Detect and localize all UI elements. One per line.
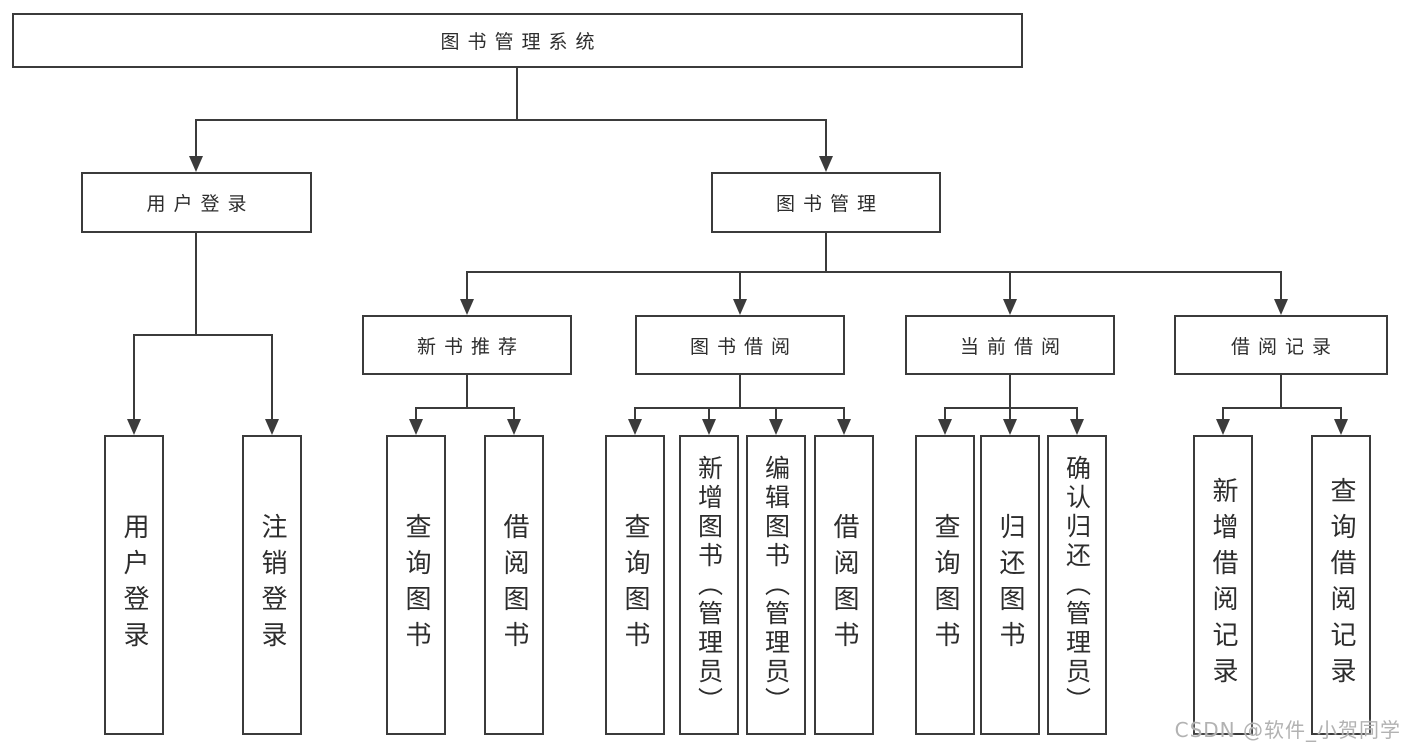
leaf-edit-book: 编辑图书（管理员） (746, 435, 806, 735)
connector-drop (415, 408, 417, 421)
leaf-query-book-2-label: 查询图书 (620, 513, 650, 657)
connector-arrowhead (628, 419, 642, 435)
leaf-borrow-book-1-label: 借阅图书 (499, 513, 529, 657)
node-borrow-records-label: 借阅记录 (1230, 335, 1339, 358)
leaf-query-book-2: 查询图书 (605, 435, 665, 735)
connector-drop (944, 408, 946, 421)
leaf-query-record-label: 查询借阅记录 (1326, 477, 1356, 693)
node-new-book-rec: 新书推荐 (362, 315, 572, 375)
leaf-query-book-3-label: 查询图书 (930, 513, 960, 657)
node-current-borrow-label: 当前借阅 (959, 335, 1068, 358)
connector-drop (708, 408, 710, 421)
connector-drop (1009, 408, 1011, 421)
connector-arrowhead (702, 419, 716, 435)
leaf-edit-book-label: 编辑图书（管理员） (761, 454, 791, 716)
connector-stem (195, 233, 197, 336)
connector-rail (1222, 407, 1342, 409)
connector-drop (1009, 272, 1011, 301)
leaf-borrow-book-2: 借阅图书 (814, 435, 874, 735)
connector-arrowhead (769, 419, 783, 435)
connector-stem (825, 233, 827, 273)
connector-rail (634, 407, 845, 409)
connector-stem (1009, 375, 1011, 409)
connector-drop (1222, 408, 1224, 421)
connector-drop (1280, 272, 1282, 301)
connector-stem (466, 375, 468, 409)
leaf-borrow-book-1: 借阅图书 (484, 435, 544, 735)
connector-arrowhead (460, 299, 474, 315)
node-current-borrow: 当前借阅 (905, 315, 1115, 375)
connector-arrowhead (819, 156, 833, 172)
connector-rail (195, 119, 827, 121)
connector-drop (133, 335, 135, 421)
connector-drop (739, 272, 741, 301)
node-user-login: 用户登录 (81, 172, 312, 233)
connector-arrowhead (1334, 419, 1348, 435)
connector-rail (466, 271, 1282, 273)
leaf-add-record-label: 新增借阅记录 (1208, 477, 1238, 693)
connector-arrowhead (1003, 419, 1017, 435)
leaf-confirm-return: 确认归还（管理员） (1047, 435, 1107, 735)
connector-stem (1280, 375, 1282, 409)
leaf-query-record: 查询借阅记录 (1311, 435, 1371, 735)
connector-drop (825, 120, 827, 158)
connector-rail (415, 407, 515, 409)
connector-arrowhead (1274, 299, 1288, 315)
leaf-user-login-label: 用户登录 (119, 513, 149, 657)
leaf-return-book-label: 归还图书 (995, 513, 1025, 657)
leaf-add-book: 新增图书（管理员） (679, 435, 739, 735)
leaf-return-book: 归还图书 (980, 435, 1040, 735)
leaf-logout-label: 注销登录 (257, 513, 287, 657)
node-book-borrow-label: 图书借阅 (689, 335, 798, 358)
connector-drop (634, 408, 636, 421)
node-book-mgmt: 图书管理 (711, 172, 941, 233)
connector-arrowhead (837, 419, 851, 435)
connector-arrowhead (1070, 419, 1084, 435)
connector-drop (466, 272, 468, 301)
connector-arrowhead (409, 419, 423, 435)
connector-arrowhead (507, 419, 521, 435)
connector-drop (271, 335, 273, 421)
leaf-borrow-book-2-label: 借阅图书 (829, 513, 859, 657)
node-new-book-rec-label: 新书推荐 (416, 335, 525, 358)
leaf-add-book-label: 新增图书（管理员） (694, 454, 724, 716)
connector-arrowhead (1216, 419, 1230, 435)
connector-stem (516, 68, 518, 121)
connector-rail (133, 334, 273, 336)
connector-arrowhead (938, 419, 952, 435)
node-borrow-records: 借阅记录 (1174, 315, 1388, 375)
leaf-logout: 注销登录 (242, 435, 302, 735)
connector-drop (775, 408, 777, 421)
connector-drop (195, 120, 197, 158)
connector-drop (843, 408, 845, 421)
connector-arrowhead (1003, 299, 1017, 315)
connector-arrowhead (127, 419, 141, 435)
leaf-query-book-3: 查询图书 (915, 435, 975, 735)
connector-arrowhead (189, 156, 203, 172)
connector-stem (739, 375, 741, 409)
node-book-borrow: 图书借阅 (635, 315, 845, 375)
connector-drop (513, 408, 515, 421)
connector-arrowhead (733, 299, 747, 315)
leaf-add-record: 新增借阅记录 (1193, 435, 1253, 735)
connector-drop (1076, 408, 1078, 421)
leaf-confirm-return-label: 确认归还（管理员） (1062, 454, 1092, 716)
node-root: 图书管理系统 (12, 13, 1023, 68)
leaf-query-book-1: 查询图书 (386, 435, 446, 735)
connector-arrowhead (265, 419, 279, 435)
leaf-user-login: 用户登录 (104, 435, 164, 735)
node-root-label: 图书管理系统 (440, 31, 603, 53)
node-book-mgmt-label: 图书管理 (775, 193, 884, 215)
watermark: CSDN @软件_小贺同学 (1174, 718, 1401, 742)
connector-rail (944, 407, 1078, 409)
connector-drop (1340, 408, 1342, 421)
leaf-query-book-1-label: 查询图书 (401, 513, 431, 657)
node-user-login-label: 用户登录 (146, 193, 255, 215)
